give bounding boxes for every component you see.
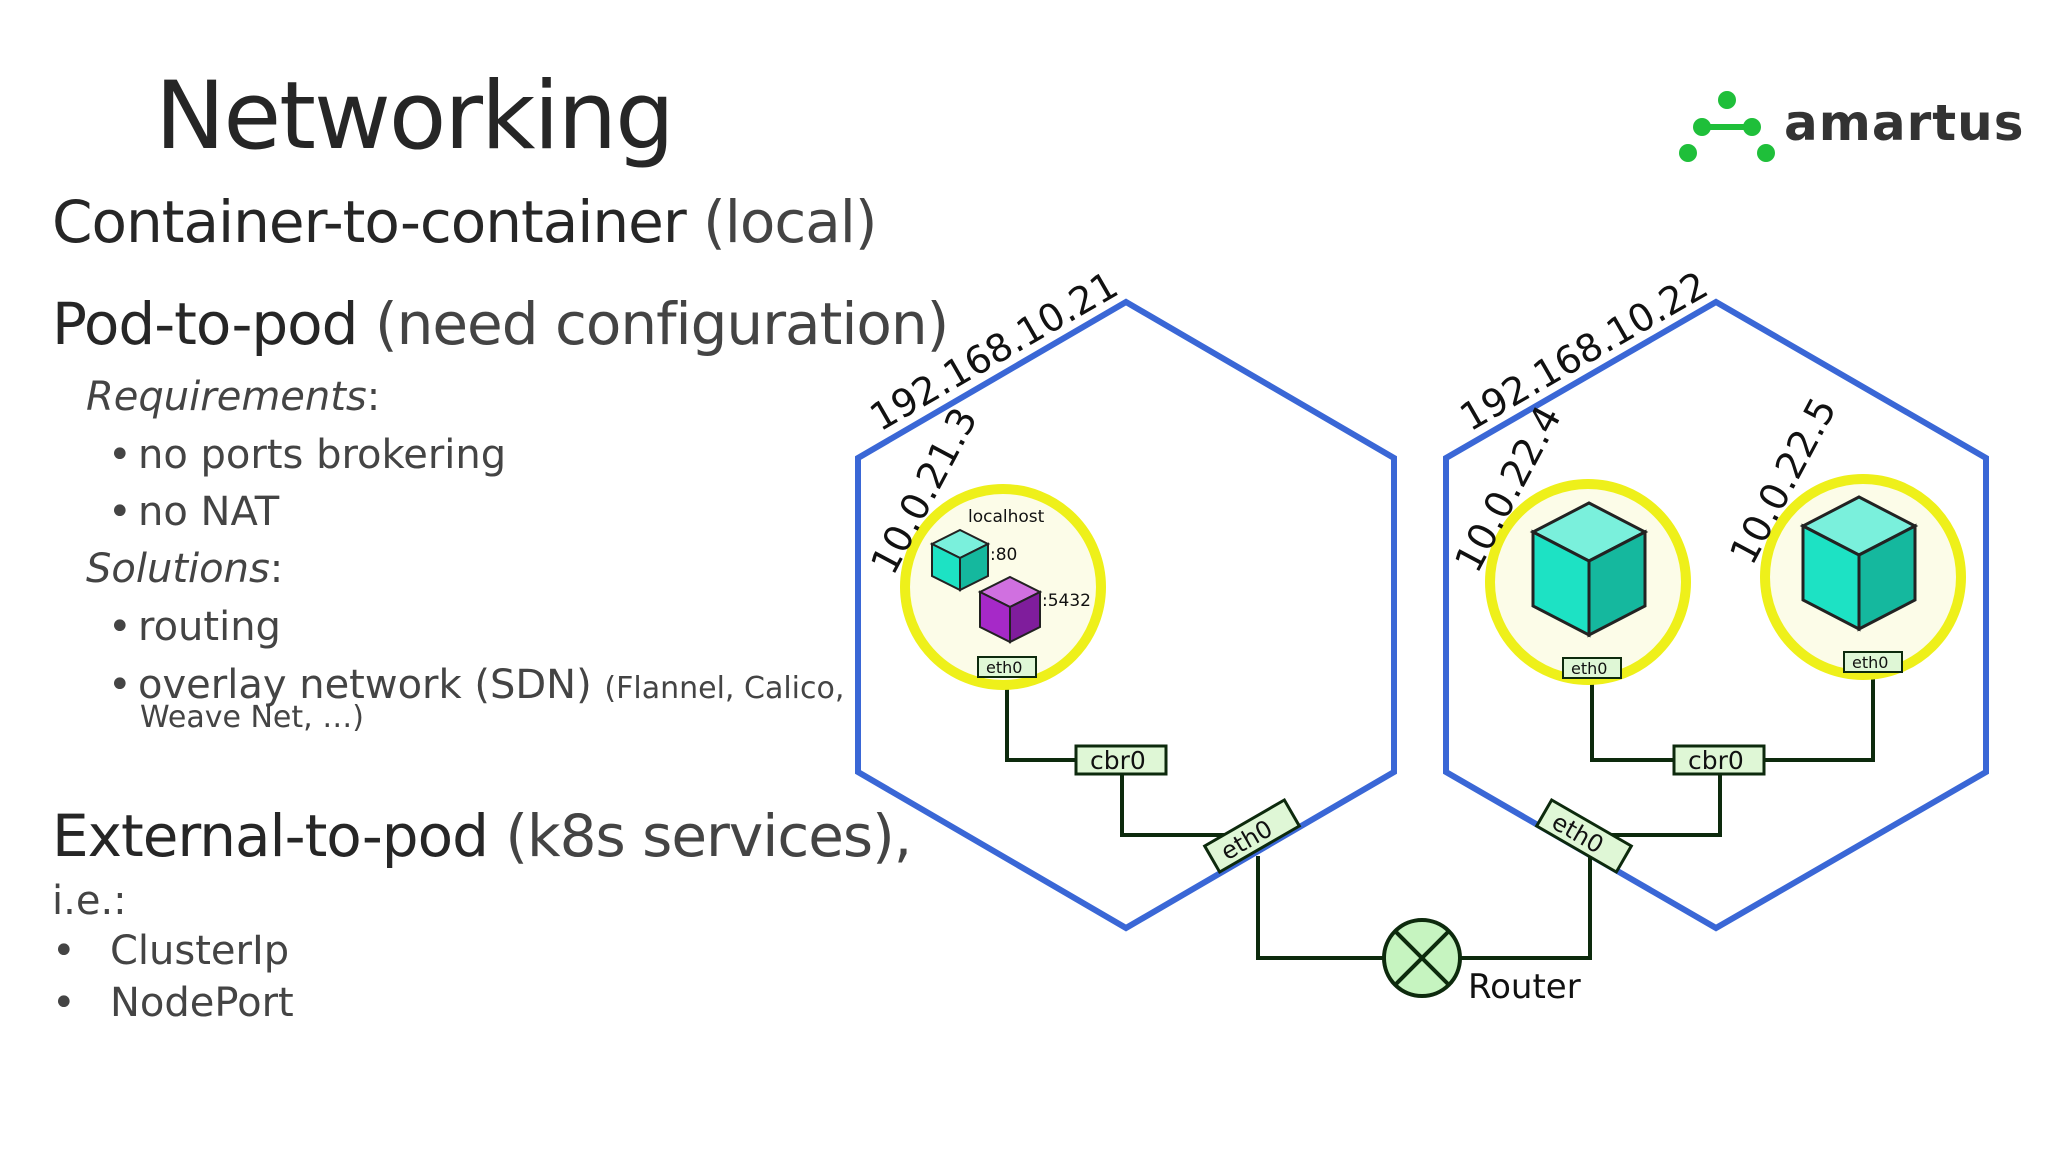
pod2-eth-box — [1562, 657, 1622, 679]
node1-hexagon — [855, 298, 1397, 932]
node2-bridge-label: cbr0 — [1688, 746, 1744, 775]
node2-eth-tag: eth0 — [1534, 797, 1634, 875]
node1-bridge-box — [1074, 744, 1168, 776]
list-item: •overlay network (SDN) (Flannel, Calico, — [108, 662, 845, 708]
database-cube-icon — [977, 575, 1043, 644]
e2p-label: External-to-pod — [52, 802, 489, 870]
node2-hexagon — [1443, 298, 1989, 932]
pod1-eth-label: eth0 — [986, 658, 1022, 677]
solution-2-note-cont: Weave Net, …) — [140, 700, 364, 735]
node2-bridge-box — [1672, 744, 1766, 776]
solution-2-note: (Flannel, Calico, — [604, 671, 845, 706]
wires — [1005, 675, 1875, 960]
solutions-text: Solutions — [86, 546, 270, 592]
pod2-eth-label: eth0 — [1571, 659, 1607, 678]
node2-ip: 192.168.10.22 — [1453, 263, 1716, 440]
pod3-eth-label: eth0 — [1852, 653, 1888, 672]
c2c-note: (local) — [703, 188, 877, 256]
solution-2: overlay network (SDN) — [138, 662, 592, 708]
requirements-colon: : — [366, 374, 381, 420]
p2p-label: Pod-to-pod — [52, 290, 358, 358]
pod1-eth-box — [977, 656, 1037, 678]
list-item: •no NAT — [108, 489, 280, 535]
container-cube-icon — [929, 528, 991, 592]
requirements-text: Requirements — [86, 374, 367, 420]
router-label: Router — [1468, 967, 1581, 1007]
container-cube-icon — [1529, 501, 1649, 638]
external-to-pod-heading: External-to-pod (k8s services), — [52, 802, 912, 870]
service-1: ClusterIp — [110, 928, 290, 974]
ie-label: i.e.: — [52, 878, 127, 924]
logo-text: amartus — [1784, 94, 2025, 152]
service-2: NodePort — [110, 980, 294, 1026]
list-item: •no ports brokering — [108, 432, 507, 478]
node1-bridge-label: cbr0 — [1090, 746, 1146, 775]
localhost-label: localhost — [968, 507, 1045, 527]
pod-to-pod-heading: Pod-to-pod (need configuration) — [52, 290, 949, 358]
page-title: Networking — [155, 62, 675, 171]
list-item: •NodePort — [52, 980, 294, 1026]
requirement-2: no NAT — [138, 489, 280, 535]
port-5432-label: :5432 — [1042, 591, 1091, 611]
pod3-eth-box — [1843, 651, 1903, 673]
p2p-note: (need configuration) — [374, 290, 949, 358]
c2c-label: Container-to-container — [52, 188, 687, 256]
container-cube-icon — [1799, 495, 1919, 632]
list-item: •routing — [108, 604, 281, 650]
solutions-label: Solutions: — [86, 546, 283, 592]
port-80-label: :80 — [990, 545, 1017, 565]
requirements-label: Requirements: — [86, 374, 380, 420]
node1-ip: 192.168.10.21 — [863, 263, 1126, 440]
e2p-note: (k8s services), — [505, 802, 912, 870]
solution-1: routing — [138, 604, 281, 650]
container-to-container-heading: Container-to-container (local) — [52, 188, 878, 256]
list-item: •ClusterIp — [52, 928, 290, 974]
router-icon — [1382, 918, 1462, 998]
dots-network-icon — [1679, 91, 1775, 162]
requirement-1: no ports brokering — [138, 432, 507, 478]
solutions-colon: : — [269, 546, 284, 592]
